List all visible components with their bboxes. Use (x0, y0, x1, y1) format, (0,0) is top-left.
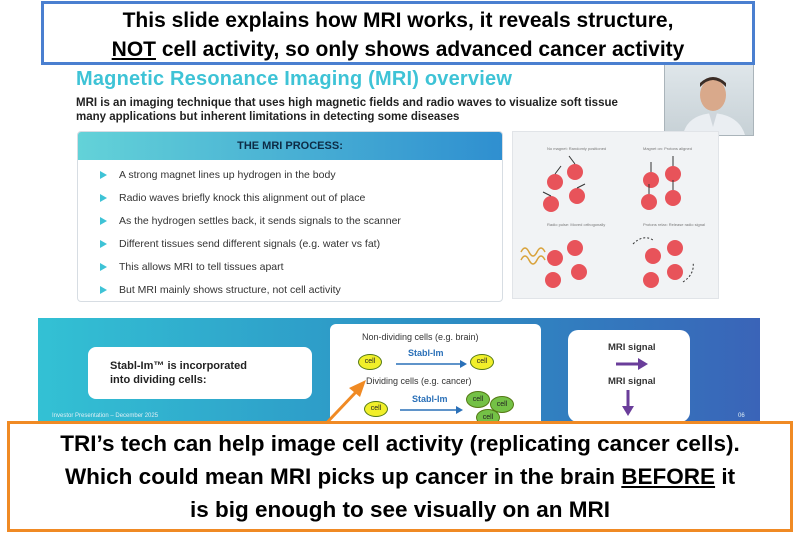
bullet-triangle-icon (100, 263, 107, 271)
bottom-annotation-line-2: Which could mean MRI picks up cancer in … (64, 464, 736, 489)
cell-icon: cell (470, 354, 494, 370)
list-item: As the hydrogen settles back, it sends s… (100, 214, 401, 237)
list-item: A strong magnet lines up hydrogen in the… (100, 168, 401, 191)
list-item: But MRI mainly shows structure, not cell… (100, 283, 401, 306)
diagram-label: Protons relax: Release radio signal (643, 222, 706, 227)
non-dividing-label: Non-dividing cells (e.g. brain) (362, 332, 479, 342)
top-annotation-line-1: This slide explains how MRI works, it re… (122, 9, 674, 32)
dividing-label: Dividing cells (e.g. cancer) (366, 376, 472, 386)
arrows-icon (396, 360, 467, 414)
process-header: THE MRI PROCESS: (78, 132, 502, 160)
list-item: Different tissues send different signals… (100, 237, 401, 260)
bullet-triangle-icon (100, 286, 107, 294)
bottom-annotation-line-3: is big enough to see visually on an MRI (189, 497, 611, 522)
stabl-im-label: Stabl-Im (408, 348, 444, 358)
diagram-label: Radio pulse: Moved orthogonally (547, 222, 606, 227)
proton-diagram: No magnet: Randomly positioned Magnet on… (512, 131, 719, 299)
bullet-triangle-icon (100, 217, 107, 225)
stabl-line-1: Stabl-Im™ is incorporated (110, 360, 247, 372)
presenter-silhouette-icon (683, 77, 745, 135)
mri-signal-label: MRI signal (608, 376, 656, 387)
slide-title: Magnetic Resonance Imaging (MRI) overvie… (76, 68, 513, 90)
stabl-line-2: into dividing cells: (110, 374, 207, 386)
stabl-im-label: Stabl-Im (412, 394, 448, 404)
mri-signal-card: MRI signal MRI signal (568, 330, 690, 422)
diagram-label: No magnet: Randomly positioned (547, 146, 607, 151)
cell-icon: cell (364, 401, 388, 417)
presenter-video (664, 64, 754, 136)
stabl-im-card: Stabl-Im™ is incorporated into dividing … (88, 347, 312, 399)
top-annotation: This slide explains how MRI works, it re… (41, 1, 755, 65)
list-item: Radio waves briefly knock this alignment… (100, 191, 401, 214)
mri-arrows-icon (616, 358, 648, 416)
mri-signal-label: MRI signal (608, 342, 656, 353)
mri-process-panel: THE MRI PROCESS: A strong magnet lines u… (77, 131, 503, 302)
footer-text: Investor Presentation – December 2025 (52, 413, 159, 419)
bullet-triangle-icon (100, 240, 107, 248)
bullet-triangle-icon (100, 194, 107, 202)
bullet-triangle-icon (100, 171, 107, 179)
diagram-label: Magnet on: Protons aligned (643, 146, 692, 151)
page-number: 06 (738, 413, 745, 419)
cell-icon: cell (358, 354, 382, 370)
subtitle-line-2: many applications but inherent limitatio… (76, 111, 460, 123)
proton-spheres-icon (520, 155, 694, 288)
process-list: A strong magnet lines up hydrogen in the… (100, 168, 401, 306)
emphasis-not: NOT (111, 38, 156, 61)
bottom-annotation-line-1: TRI’s tech can help image cell activity … (60, 431, 740, 456)
cell-comparison-card: Non-dividing cells (e.g. brain) cell Sta… (330, 324, 541, 434)
cell-icon: cell (490, 396, 514, 413)
subtitle-line-1: MRI is an imaging technique that uses hi… (76, 97, 618, 109)
bottom-annotation: TRI’s tech can help image cell activity … (7, 421, 793, 532)
cell-icon: cell (466, 391, 490, 408)
emphasis-before: BEFORE (621, 464, 716, 489)
list-item: This allows MRI to tell tissues apart (100, 260, 401, 283)
top-annotation-line-2: NOT cell activity, so only shows advance… (111, 38, 685, 61)
slide-subtitle: MRI is an imaging technique that uses hi… (76, 96, 696, 124)
